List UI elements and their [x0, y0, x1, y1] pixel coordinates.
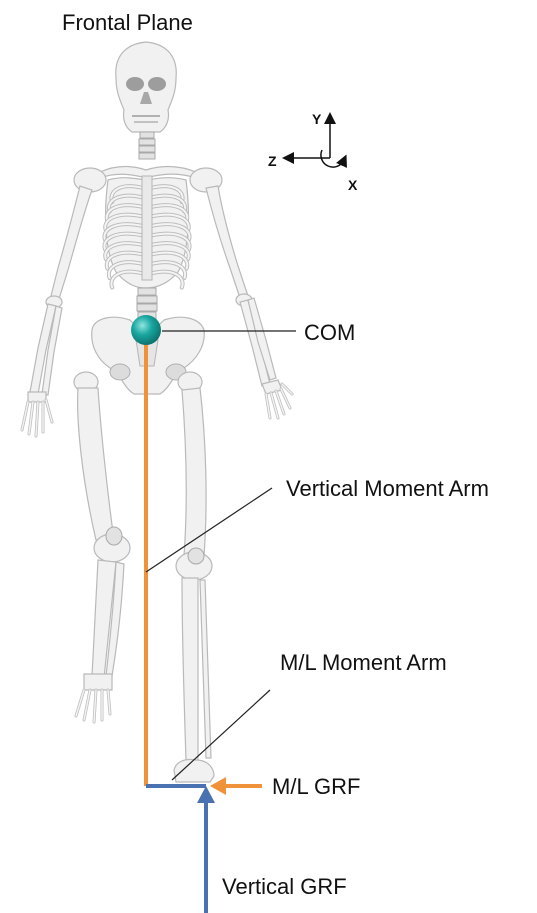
skull	[116, 42, 177, 132]
y-axis-label: Y	[312, 111, 322, 127]
cervical-spine	[139, 132, 155, 159]
x-axis-label: X	[348, 177, 358, 193]
com-marker	[131, 315, 161, 345]
ml-grf-label: M/L GRF	[272, 774, 360, 799]
com-label: COM	[304, 320, 355, 345]
left-leg	[74, 372, 130, 722]
coordinate-axes: Y Z X	[268, 111, 358, 193]
vertical-grf-arrowhead	[197, 786, 215, 803]
right-arm	[206, 186, 292, 418]
ml-moment-arm-label: M/L Moment Arm	[280, 650, 447, 675]
lumbar-spine	[137, 288, 157, 319]
diagram-title: Frontal Plane	[62, 10, 193, 35]
z-axis-label: Z	[268, 153, 277, 169]
rib-cage	[104, 176, 189, 288]
sternum	[142, 176, 152, 280]
vertical-grf-label: Vertical GRF	[222, 874, 347, 899]
skeleton	[22, 42, 292, 782]
right-leg	[174, 372, 214, 782]
ml-grf-arrowhead	[210, 777, 226, 795]
vertical-moment-arm-label: Vertical Moment Arm	[286, 476, 489, 501]
